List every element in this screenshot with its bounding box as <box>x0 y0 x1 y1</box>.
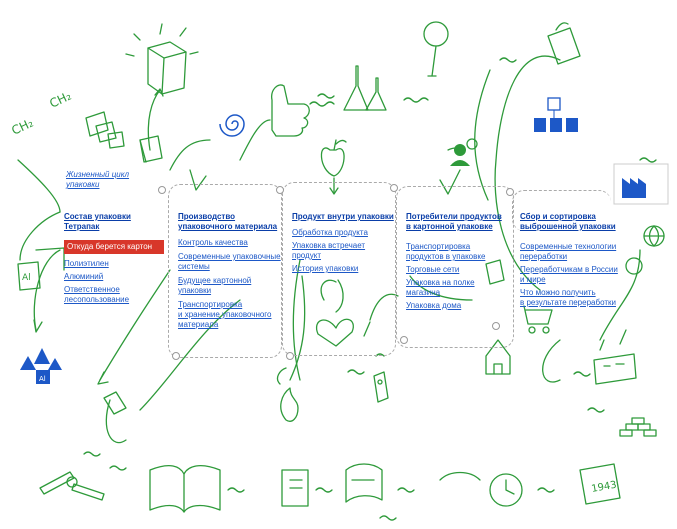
col3-frame <box>282 182 396 356</box>
col3-title[interactable]: Продукт внутри упаковки <box>292 212 394 221</box>
shopping-cart-icon <box>523 305 553 334</box>
flasks-icon <box>343 65 387 111</box>
calendar-icon <box>579 463 621 505</box>
trees-icon <box>20 348 62 384</box>
people-icon <box>450 138 478 166</box>
thumbs-up-icon <box>271 84 310 137</box>
col4-frame <box>396 186 514 348</box>
col4-link-home[interactable]: Упаковка дома <box>406 301 462 310</box>
aluminium-label: Al <box>39 375 46 383</box>
magnifier-icon <box>423 21 449 77</box>
recycle-factory-icon <box>613 163 669 205</box>
col1-active-item[interactable]: Откуда берется картон <box>64 240 164 254</box>
col2-link-quality[interactable]: Контроль качества <box>178 238 248 247</box>
col1-link-polyethylene[interactable]: Полиэтилен <box>64 259 109 268</box>
spiral-roll-icon <box>219 114 245 137</box>
col3-link-processing[interactable]: Обработка продукта <box>292 228 368 237</box>
house-icon <box>485 339 511 375</box>
notebook-icon <box>281 469 309 507</box>
al-card-label: Al <box>22 273 31 283</box>
col2-frame <box>168 184 282 358</box>
col1-link-aluminium[interactable]: Алюминий <box>64 272 104 281</box>
paper-stack-icon <box>85 111 125 149</box>
col3-link-history[interactable]: История упаковки <box>292 264 359 273</box>
heart-icon <box>315 318 354 347</box>
col4-link-retail[interactable]: Торговые сети <box>406 265 460 274</box>
globe-icon <box>643 225 665 247</box>
year-label: 1943 <box>591 480 618 495</box>
clock-icon <box>489 473 523 507</box>
milk-cartons-icon <box>534 97 578 132</box>
ch2-label-2: CH₂ <box>47 89 73 111</box>
apple-icon <box>320 139 347 177</box>
col3-product: Продукт внутри упаковки Обработка продук… <box>292 212 396 279</box>
recycling-bin-icon <box>593 329 637 385</box>
satellite-icon <box>39 471 105 501</box>
paper-bag-icon <box>547 22 581 65</box>
carton-box-icon <box>125 23 199 95</box>
book-icon <box>149 464 221 513</box>
scroll-icon <box>345 463 383 503</box>
price-tag-icon <box>373 371 389 403</box>
bricks-icon <box>619 417 657 437</box>
ch2-label: CH₂ <box>9 116 35 138</box>
col5-frame <box>512 190 611 231</box>
